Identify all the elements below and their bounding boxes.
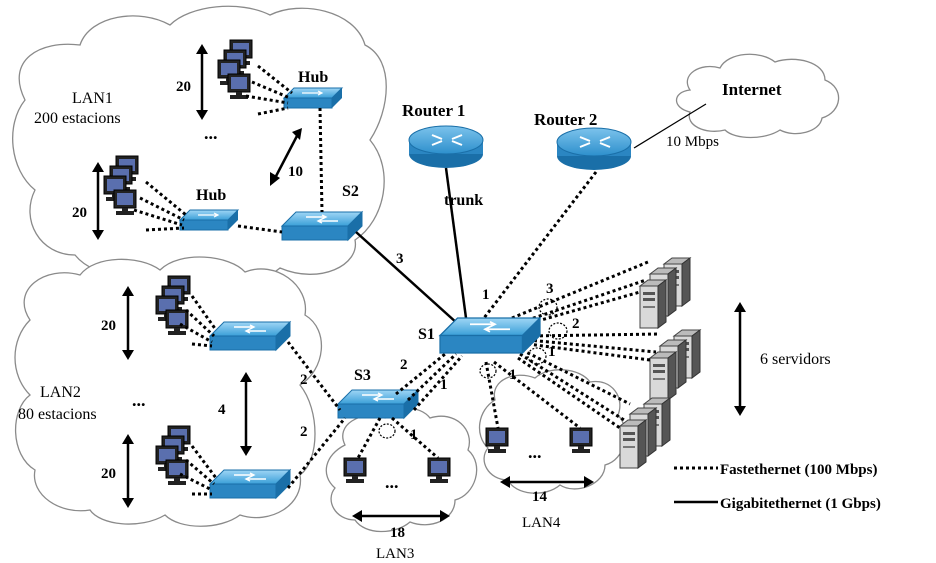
lan2-ellipsis: ... — [132, 390, 146, 410]
router2-label: Router 2 — [534, 110, 597, 129]
lan1-hub-bottom — [179, 209, 239, 231]
lan4-pc-right — [569, 427, 593, 454]
legend-giga-label: Gigabitethernet (1 Gbps) — [720, 496, 881, 512]
s3-label: S3 — [354, 367, 371, 384]
lan2-label: LAN2 — [40, 384, 81, 401]
router-2 — [556, 127, 632, 171]
servers-link-mid-count: 2 — [572, 316, 580, 332]
lan1-bottom-count-arrow — [92, 162, 104, 240]
s2-label: S2 — [342, 183, 359, 200]
internet-cloud — [675, 53, 840, 139]
lan4-count: 14 — [532, 489, 548, 505]
internet-label: Internet — [722, 80, 782, 99]
hub-top-label: Hub — [298, 69, 328, 86]
lan3-count-arrow — [352, 510, 450, 522]
s2-s1-count: 3 — [396, 251, 404, 267]
s3-s1-count-1: 1 — [440, 377, 448, 393]
switch-s2 — [281, 211, 363, 241]
servers-count-arrow — [734, 302, 746, 416]
lan4-count-arrow — [500, 476, 594, 488]
router1-label: Router 1 — [402, 101, 465, 120]
lan3-link-count: 1 — [410, 427, 418, 443]
lan4-cloud — [478, 369, 626, 494]
lan1-hub-top — [283, 87, 343, 109]
lan1-bottom-count: 20 — [72, 205, 87, 221]
lan1-count-label: 200 estacions — [34, 110, 121, 127]
lan4-pc-left — [485, 427, 509, 454]
trunk-label: trunk — [444, 192, 483, 209]
internet-speed-label: 10 Mbps — [666, 134, 719, 150]
lan1-top-count: 20 — [176, 79, 191, 95]
lan3-label: LAN3 — [376, 546, 414, 562]
lan1-label: LAN1 — [72, 90, 113, 107]
lan2-switch-top — [209, 321, 291, 351]
lan1-top-count-arrow — [196, 44, 208, 120]
lan4-ellipsis: ... — [528, 442, 542, 462]
switch-s1 — [439, 317, 541, 354]
s3-s1-count-2: 2 — [400, 357, 408, 373]
lan2-top-count: 20 — [101, 318, 116, 334]
lan1-cloud — [12, 5, 387, 284]
servers-link-bottom-count: 1 — [548, 344, 556, 360]
lan2-switches-count: 4 — [218, 402, 226, 418]
lan2-bottom-count-arrow — [122, 434, 134, 508]
lan2-switch-bottom — [209, 469, 291, 499]
legend-fast-label: Fastethernet (100 Mbps) — [720, 462, 877, 478]
server-group-bottom — [620, 398, 670, 468]
lan2-link-top-count: 2 — [300, 372, 308, 388]
lan2-bottom-count: 20 — [101, 466, 116, 482]
lan3-count: 18 — [390, 525, 405, 541]
lan1-hubs-count-arrow — [270, 128, 302, 186]
lan4-link-count: 1 — [509, 367, 517, 383]
router2-link-count: 1 — [482, 287, 490, 303]
lan1-hubs-count: 10 — [288, 164, 303, 180]
lan1-ellipsis: ... — [204, 123, 218, 143]
lan4-label: LAN4 — [522, 515, 561, 531]
server-group-top — [640, 258, 690, 328]
router-1 — [408, 125, 484, 169]
servers-link-top-count: 3 — [546, 281, 554, 297]
lan3-ellipsis: ... — [385, 472, 399, 492]
lan2-switches-count-arrow — [240, 372, 252, 456]
s1-label: S1 — [418, 326, 435, 343]
hub-bottom-label: Hub — [196, 187, 226, 204]
lan2-top-count-arrow — [122, 286, 134, 360]
switch-s3 — [337, 389, 419, 419]
lan3-pc-left — [343, 457, 367, 484]
lan2-count-label: 80 estacions — [18, 406, 97, 423]
servers-label: 6 servidors — [760, 351, 831, 368]
lan2-link-bottom-count: 2 — [300, 424, 308, 440]
lan3-pc-right — [427, 457, 451, 484]
server-group-middle — [650, 330, 700, 400]
